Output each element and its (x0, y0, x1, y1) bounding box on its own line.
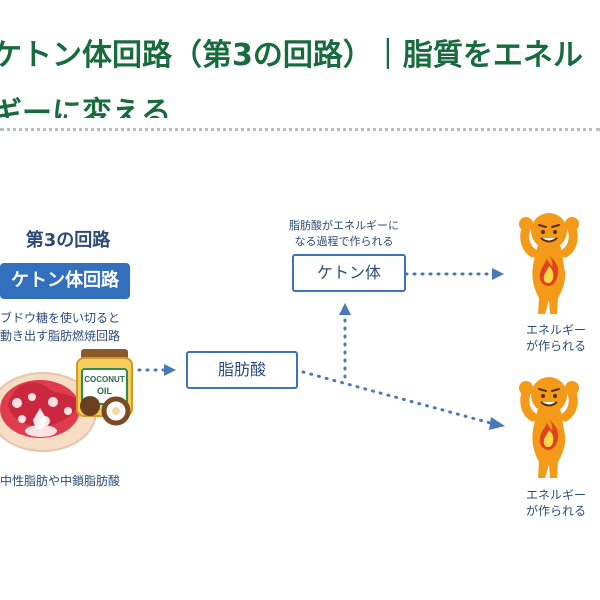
energy-person-icon (519, 213, 579, 314)
heading-line-2: ギーに変える (0, 96, 172, 118)
energy-caption-bottom-line-2: が作られる (525, 504, 586, 518)
arrowhead-icon (489, 417, 505, 430)
arrowhead-icon (492, 268, 504, 280)
fat-source-illustration: COCONUT OIL (0, 349, 133, 452)
fatty-acid-to-energy-arrow (301, 370, 496, 426)
arrowhead-icon (164, 364, 176, 376)
coconut-oil-icon: COCONUT OIL (76, 349, 133, 426)
energy-caption-bottom-line-1: エネルギー (525, 488, 586, 502)
dotted-section-divider (0, 128, 600, 131)
fatty-acid-box: 脂肪酸 (186, 351, 298, 389)
coconut-label-line-2: OIL (97, 386, 113, 396)
energy-caption-bottom: エネルギー が作られる (508, 487, 600, 519)
arrowhead-icon (339, 303, 351, 315)
energy-caption-top-line-2: が作られる (525, 339, 586, 353)
heading-line-1: ケトン体回路（第3の回路）｜脂質をエネル (0, 38, 583, 73)
energy-caption-top: エネルギー が作られる (508, 322, 600, 354)
flame-icon (539, 419, 559, 450)
energy-person-icon (519, 377, 579, 478)
process-note-line-2: なる過程で作られる (294, 235, 394, 248)
coconut-label-line-1: COCONUT (84, 375, 125, 384)
energy-caption-top-line-1: エネルギー (525, 323, 586, 337)
route-title: 第3の回路 (25, 230, 111, 251)
route-description-line-2: 動き出す脂肪燃焼回路 (0, 329, 121, 343)
page-heading: ケトン体回路（第3の回路）｜脂質をエネル ギーに変える (0, 24, 600, 118)
route-description: ブドウ糖を使い切ると 動き出す脂肪燃焼回路 (0, 309, 132, 345)
flame-icon (539, 255, 559, 286)
process-note-line-1: 脂肪酸がエネルギーに (289, 219, 399, 232)
fat-source-caption: 中性脂肪や中鎖脂肪酸 (0, 474, 121, 488)
route-description-line-1: ブドウ糖を使い切ると (0, 311, 121, 325)
process-note: 脂肪酸がエネルギーに なる過程で作られる (279, 218, 409, 250)
ketone-body-box: ケトン体 (292, 254, 406, 292)
route-badge: ケトン体回路 (0, 263, 130, 299)
